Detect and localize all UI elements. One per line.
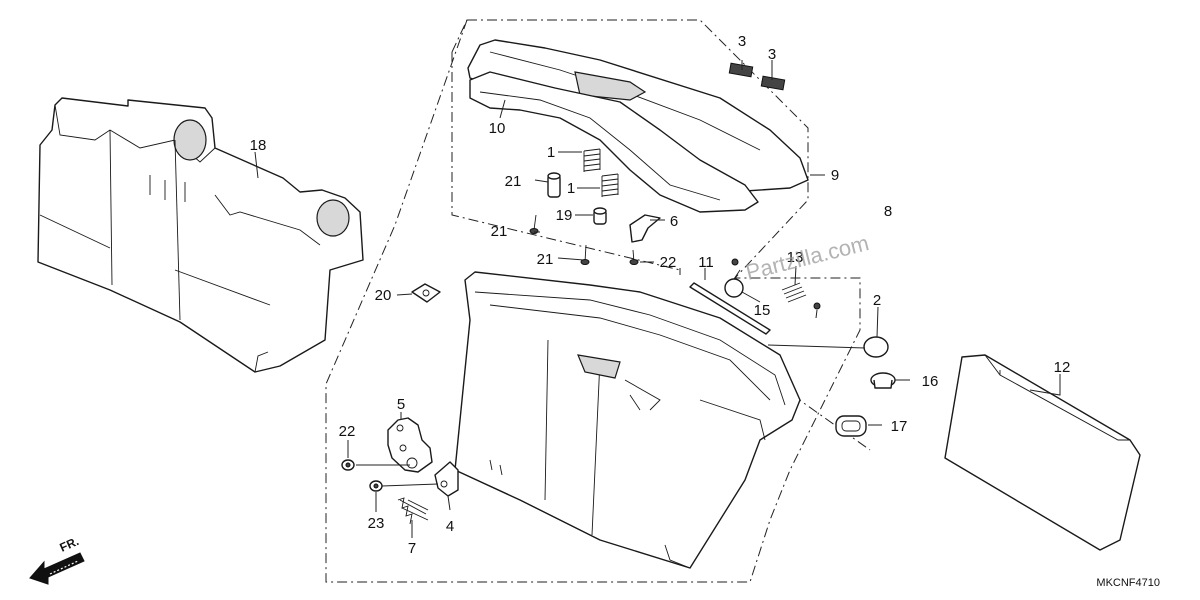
part-18-collar (593, 207, 607, 225)
lid-subassembly-boundary (451, 19, 681, 271)
callout-14: 18 (250, 137, 267, 154)
callout-22a: 22 (339, 423, 356, 440)
part-14-inner-cover (37, 97, 364, 373)
callout-13: 13 (787, 249, 804, 266)
part-17-rubber (835, 415, 867, 437)
part-22-screw-lower (369, 480, 383, 492)
part-20-collar (547, 172, 561, 198)
part-7-spring (397, 497, 429, 525)
watermark: Partzilla.com (743, 230, 871, 285)
part-4-latch-hook (434, 461, 459, 497)
callout-15: 15 (754, 302, 771, 319)
diagram-code: MKCNF4710 (1096, 577, 1160, 589)
callout-2: 2 (873, 292, 881, 309)
part-19-nut (411, 283, 441, 303)
part-21-screw-a (529, 214, 539, 234)
callout-3b: 3 (768, 46, 776, 63)
callout-7: 7 (408, 540, 416, 557)
callout-22b: 23 (368, 515, 385, 532)
assembly-boundary (325, 19, 861, 583)
part-10-lid-inner (469, 71, 759, 213)
callout-21c: 22 (660, 254, 677, 271)
part-3-tag-right (760, 75, 786, 91)
callout-17: 17 (891, 418, 908, 435)
callout-5: 5 (397, 396, 405, 413)
callout-labels: 18 3 3 9 8 10 1 1 21 19 6 21 21 22 11 13… (250, 33, 1071, 557)
part-1-spring-lower (601, 173, 619, 197)
callout-9: 9 (831, 167, 839, 184)
front-direction-label: FR. (58, 534, 81, 555)
callout-21b: 21 (537, 251, 554, 268)
part-12-panel (944, 354, 1141, 551)
callout-6: 6 (670, 213, 678, 230)
part-13-spring (781, 282, 807, 303)
part-6-bracket (629, 214, 661, 243)
callout-10: 10 (489, 120, 506, 137)
callout-4: 4 (446, 518, 454, 535)
part-15-latch (724, 258, 744, 298)
leader-lines (254, 60, 1061, 538)
callout-1a: 1 (547, 144, 555, 161)
callout-21a: 21 (491, 223, 508, 240)
callout-19: 20 (375, 287, 392, 304)
part-5-latch-plate (387, 417, 433, 473)
front-direction-arrow: FR. (29, 534, 85, 585)
callout-20: 21 (505, 173, 522, 190)
callout-8: 8 (884, 203, 892, 220)
part-3-tag-left (728, 62, 754, 78)
callout-11: 11 (698, 254, 714, 271)
part-2-grommet (863, 336, 889, 358)
part-21-screw-b (580, 244, 590, 265)
part-16-cap (870, 372, 896, 389)
callout-16: 16 (922, 373, 939, 390)
callout-1b: 1 (567, 180, 575, 197)
part-11-rod (689, 282, 771, 335)
luggage-box (454, 271, 801, 569)
part-22-screw-upper (341, 459, 355, 471)
callout-3a: 3 (738, 33, 746, 50)
callout-12: 12 (1054, 359, 1071, 376)
part-23-clip (813, 302, 821, 310)
callout-18: 19 (556, 207, 573, 224)
part-21-screw-c (629, 249, 639, 265)
part-1-spring-upper (583, 148, 601, 172)
